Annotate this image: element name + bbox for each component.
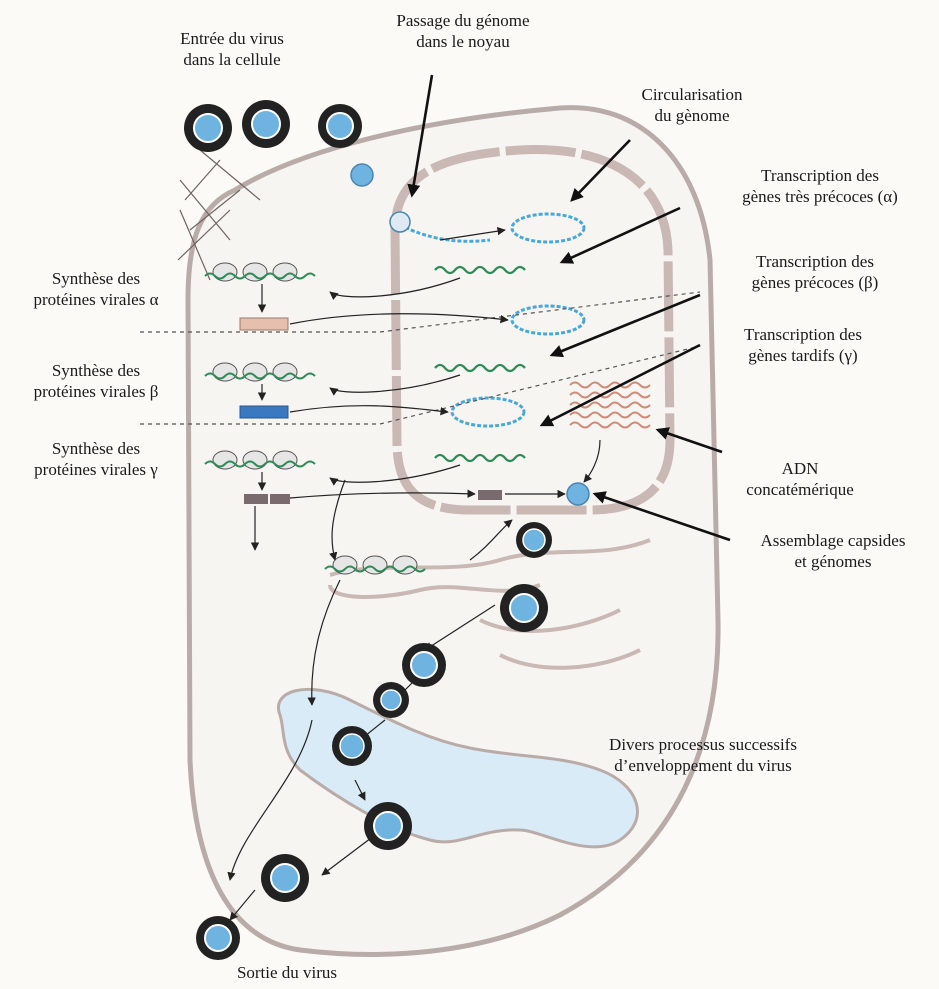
label-virus-exit: Sortie du virus xyxy=(222,962,352,983)
virion xyxy=(402,643,446,687)
protein-beta xyxy=(240,406,288,418)
virion xyxy=(261,854,309,902)
virion xyxy=(516,522,552,558)
label-beta-transcription: Transcription des gènes précoces (β) xyxy=(715,251,915,293)
protein-gamma-2 xyxy=(270,494,290,504)
protein-gamma-nucleus xyxy=(478,490,502,500)
protein-alpha xyxy=(240,318,288,330)
virion xyxy=(500,584,548,632)
label-capsid-assembly: Assemblage capsides et génomes xyxy=(733,530,933,572)
capsid xyxy=(351,164,373,186)
virion xyxy=(318,104,362,148)
virion xyxy=(242,100,290,148)
label-concatemeric-dna: ADN concatémérique xyxy=(725,458,875,500)
label-circularisation: Circularisation du gènome xyxy=(612,84,772,126)
virion xyxy=(184,104,232,152)
capsid xyxy=(390,212,410,232)
label-beta-synthesis: Synthèse des protéines virales β xyxy=(10,360,182,402)
label-alpha-synthesis: Synthèse des protéines virales α xyxy=(10,268,182,310)
virion xyxy=(373,682,409,718)
label-gamma-synthesis: Synthèse des protéines virales γ xyxy=(10,438,182,480)
label-gamma-transcription: Transcription des gènes tardifs (γ) xyxy=(708,324,898,366)
virion xyxy=(364,802,412,850)
protein-gamma xyxy=(244,494,268,504)
label-envelopment: Divers processus successifs d’enveloppem… xyxy=(578,734,828,776)
capsid xyxy=(567,483,589,505)
virion xyxy=(332,726,372,766)
virion xyxy=(196,916,240,960)
label-alpha-transcription: Transcription des gènes très précoces (α… xyxy=(715,165,925,207)
label-genome-nucleus: Passage du génome dans le noyau xyxy=(378,10,548,52)
label-virus-entry: Entrée du virus dans la cellule xyxy=(162,28,302,70)
